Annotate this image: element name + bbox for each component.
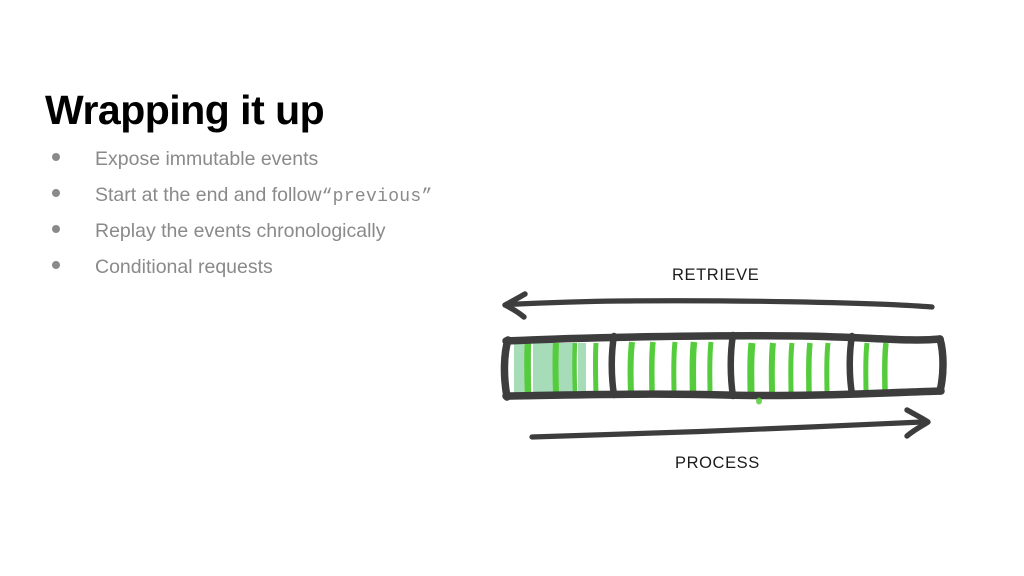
list-item: Conditional requests bbox=[52, 249, 672, 285]
event-log-diagram: RETRIEVE PROCESS bbox=[470, 255, 970, 490]
bullet-dot-icon bbox=[52, 261, 60, 269]
list-item-label: Start at the end and follow bbox=[95, 184, 322, 206]
event-log-tape bbox=[500, 331, 947, 405]
retrieve-arrow-icon bbox=[502, 291, 935, 320]
retrieve-arrow-label: RETRIEVE bbox=[672, 266, 760, 284]
list-item-code: “previous” bbox=[321, 187, 433, 207]
list-item-label: Conditional requests bbox=[95, 256, 273, 278]
segment-3-marks bbox=[747, 342, 831, 396]
page-title: Wrapping it up bbox=[45, 87, 325, 134]
segment-2-marks bbox=[627, 341, 714, 396]
bullet-dot-icon bbox=[52, 225, 60, 233]
list-item: Start at the end and follow “previous” bbox=[52, 177, 672, 213]
bullet-dot-icon bbox=[52, 153, 60, 161]
bullet-list: Expose immutable events Start at the end… bbox=[52, 141, 672, 285]
segment-1-marks bbox=[514, 342, 599, 395]
list-item: Expose immutable events bbox=[52, 141, 672, 177]
diagram-sketch-svg bbox=[500, 291, 947, 440]
bullet-dot-icon bbox=[52, 189, 60, 197]
list-item-label: Expose immutable events bbox=[95, 148, 319, 170]
list-item: Replay the events chronologically bbox=[52, 213, 672, 249]
process-arrow-icon bbox=[529, 407, 931, 440]
segment-4-marks bbox=[863, 342, 889, 395]
process-arrow-label: PROCESS bbox=[675, 454, 760, 472]
list-item-label: Replay the events chronologically bbox=[95, 220, 386, 242]
